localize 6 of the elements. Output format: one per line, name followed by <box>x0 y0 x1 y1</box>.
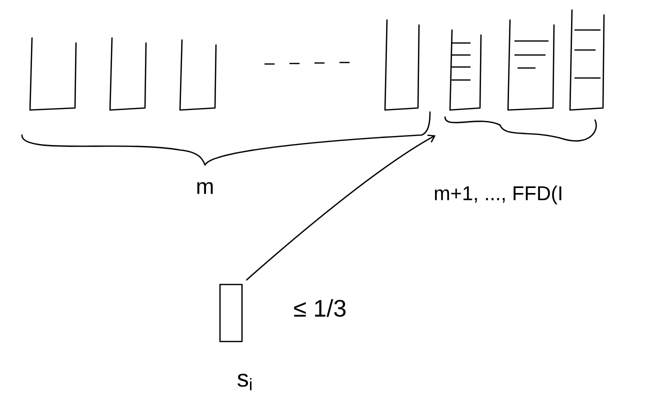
label: m+1, ..., FFD(I <box>434 186 562 204</box>
arrow <box>246 134 436 280</box>
item-box <box>219 284 243 342</box>
label: ≤ 1/3 <box>294 299 346 317</box>
label: s$_{i}$ <box>238 374 252 390</box>
brace <box>21 111 431 166</box>
